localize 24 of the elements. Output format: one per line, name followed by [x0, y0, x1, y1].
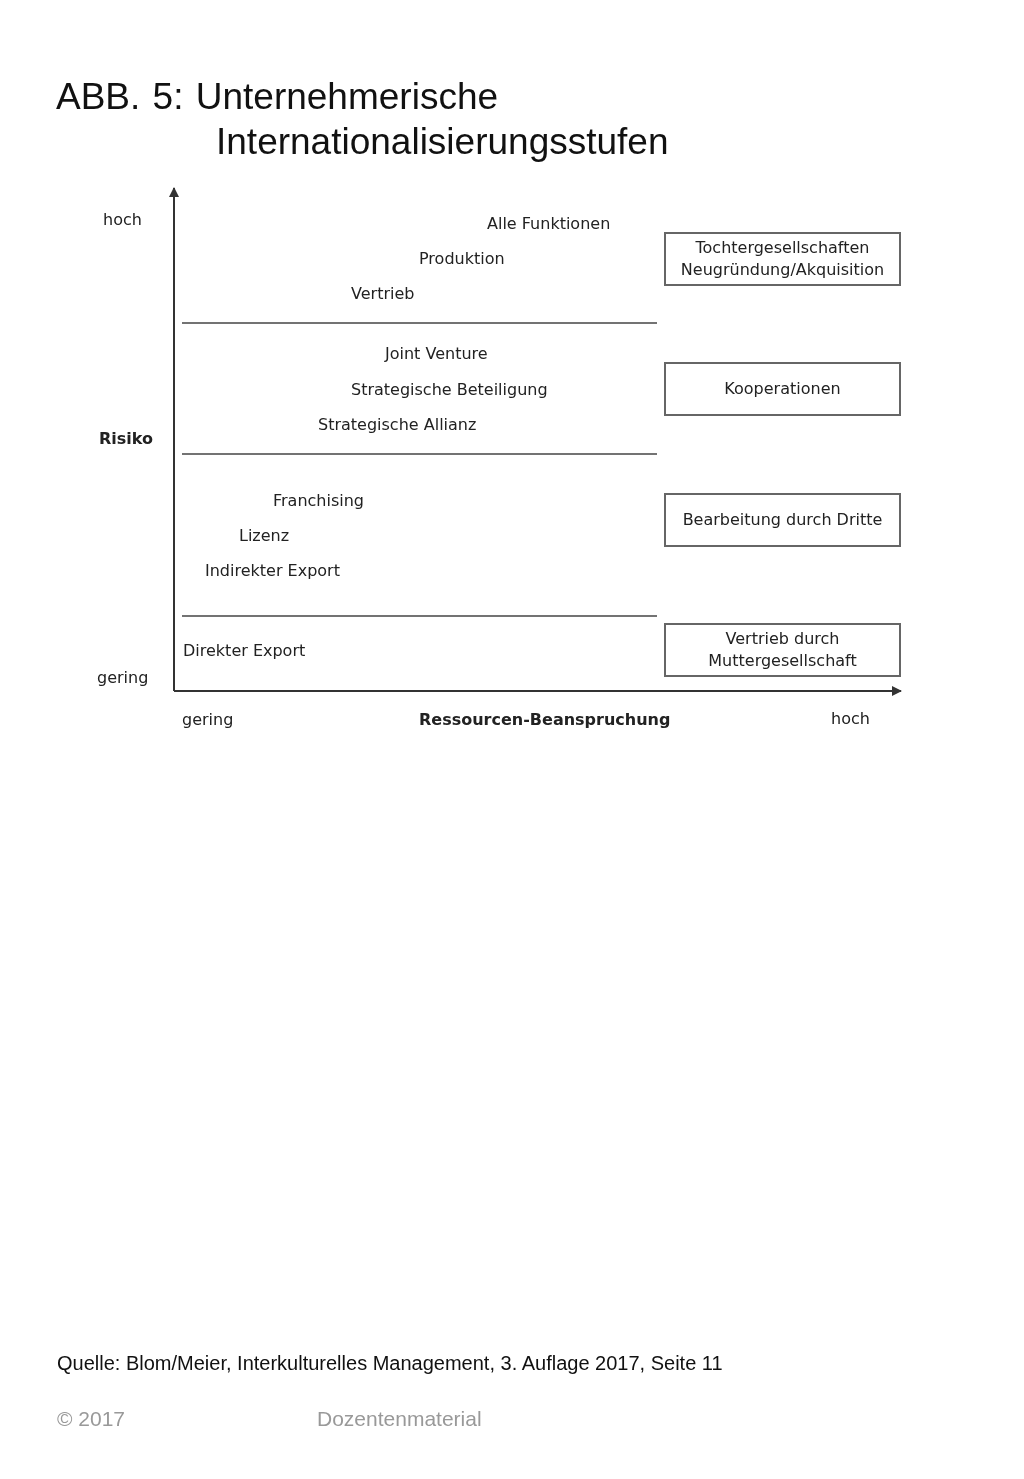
- method-label: Strategische Allianz: [318, 415, 477, 435]
- method-label: Alle Funktionen: [487, 214, 611, 234]
- method-label: Produktion: [419, 249, 505, 269]
- method-label: Joint Venture: [385, 344, 488, 364]
- title: ABB. 5: Unternehmerische Internationalisierungsstufen: [56, 75, 670, 165]
- axis-tick-label: gering: [182, 710, 234, 730]
- method-label: Direkter Export: [183, 641, 306, 661]
- axis-tick-label: hoch: [831, 709, 870, 729]
- source-note: Quelle: Blom/Meier, Interkulturelles Management, 3. Auflage 2017, Seite 11: [57, 1351, 724, 1376]
- method-label: Lizenz: [239, 526, 290, 546]
- axis-tick-label: gering: [97, 668, 149, 688]
- copyright-note: © 2017: [57, 1406, 126, 1432]
- footer-note: Dozentenmaterial: [317, 1406, 482, 1432]
- method-label: Indirekter Export: [205, 561, 340, 581]
- axis-title: Ressourcen-Beanspruchung: [419, 710, 671, 730]
- method-label: Strategische Beteiligung: [351, 380, 548, 400]
- axis-tick-label: hoch: [103, 210, 142, 230]
- method-label: Franchising: [273, 491, 365, 511]
- category-box: Kooperationen: [664, 362, 901, 416]
- category-box: Vertrieb durch Muttergesellschaft: [664, 623, 901, 677]
- method-label: Vertrieb: [351, 284, 415, 304]
- category-box: Bearbeitung durch Dritte: [664, 493, 901, 547]
- category-box: Tochtergesellschaften Neugründung/Akquisition: [664, 232, 901, 286]
- axis-title: Risiko: [99, 429, 153, 449]
